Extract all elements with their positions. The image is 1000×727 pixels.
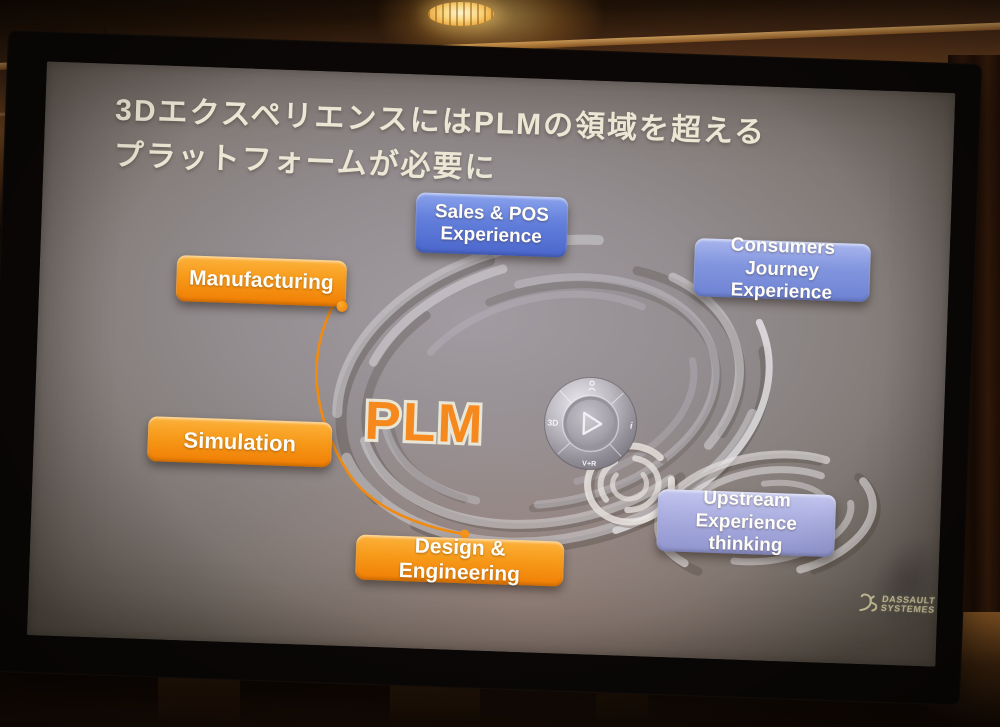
person-icon: [587, 380, 596, 392]
play-icon: [582, 411, 603, 436]
compass-label-vr: V+R: [582, 459, 597, 469]
box-label: Experience: [730, 279, 833, 305]
box-label: Experience: [440, 223, 543, 248]
box-consumers-journey-experience: Consumers Journey Experience: [693, 235, 872, 304]
box-label: Upstream Experience: [695, 487, 798, 535]
presentation-slide: PLM 3DエクスペリエンスにはPLMの領域を超える プラットフォームが必要に …: [26, 61, 956, 667]
compass-spokes: [557, 390, 624, 457]
screen-bezel: PLM 3DエクスペリエンスにはPLMの領域を超える プラットフォームが必要に …: [0, 30, 983, 706]
box-upstream-experience-thinking: Upstream Experience thinking: [656, 487, 837, 558]
box-manufacturing: Manufacturing: [175, 255, 348, 313]
box-label: Simulation: [183, 426, 297, 456]
ceiling-light: [428, 2, 494, 26]
box-label: thinking: [708, 532, 783, 557]
3ds-logo-mark-icon: [859, 593, 878, 612]
logo-text-line-2: SYSTEMES: [880, 602, 936, 615]
box-design-engineering: Design & Engineering: [355, 534, 565, 587]
dassault-systemes-logo: DASSAULT SYSTEMES: [856, 590, 936, 619]
box-sales-pos-experience: Sales & POS Experience: [414, 192, 569, 258]
box-simulation: Simulation: [147, 416, 333, 468]
compass-label-i: i: [630, 420, 633, 431]
box-label: Consumers Journey: [730, 234, 836, 282]
compass-label-3d: 3D: [547, 417, 558, 427]
3dexperience-compass-icon: 3D i V+R: [541, 374, 640, 473]
plm-label: PLM: [364, 391, 486, 455]
box-label: Manufacturing: [188, 266, 335, 295]
box-label: Design & Engineering: [398, 534, 521, 586]
